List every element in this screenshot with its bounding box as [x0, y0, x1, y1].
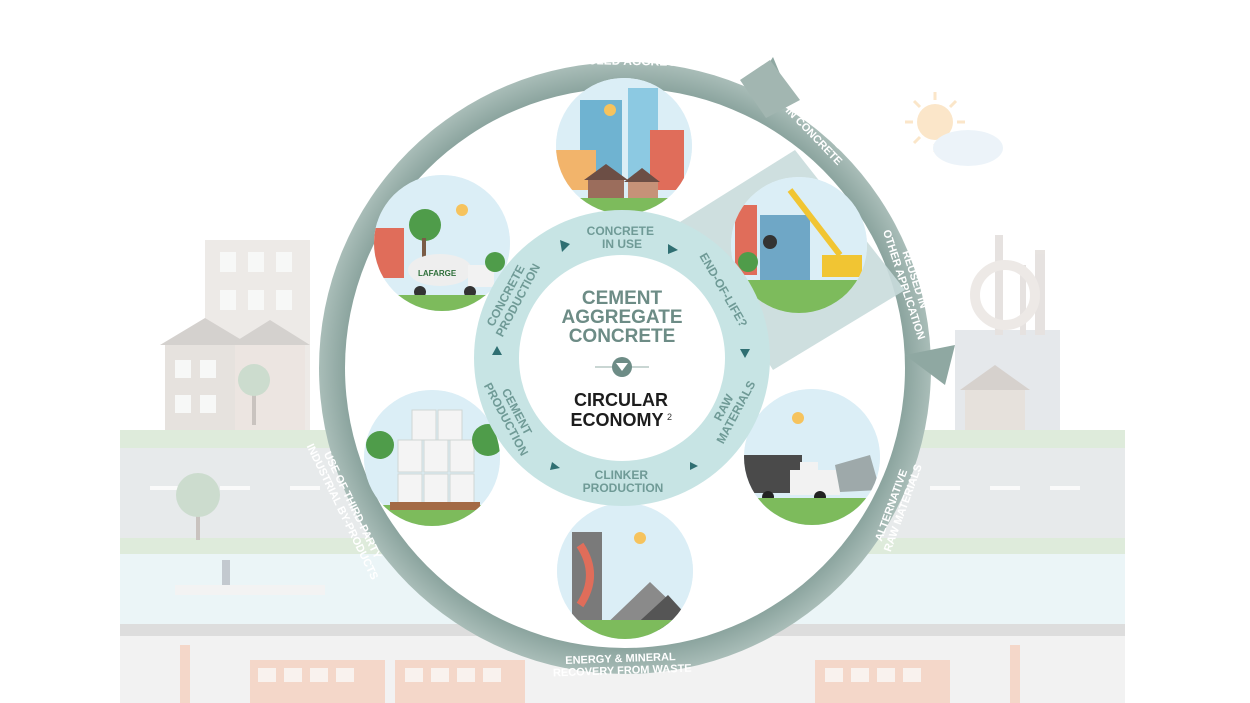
center-circle: CEMENT AGGREGATE CONCRETE CIRCULAR ECONO…	[561, 288, 682, 430]
arrowhead-reused-in-other-application	[905, 345, 955, 385]
illustration-concrete-in-use	[556, 78, 692, 214]
center-cement: CEMENT	[582, 288, 663, 309]
svg-text:ENERGY & MINERAL RECOVER: ENERGY & MINERAL RECOVERY FROM WASTE	[552, 651, 692, 680]
illustration-raw-materials	[744, 389, 880, 525]
center-economy: ECONOMY	[570, 410, 663, 430]
inner-arrow-6	[492, 346, 502, 355]
illustration-cement-production	[364, 390, 500, 526]
illustration-clinker-production	[557, 503, 693, 639]
label-clinker-production: CLINKER PRODUCTION	[583, 468, 664, 495]
inner-arrow-5	[550, 462, 560, 470]
center-superscript: 2	[667, 412, 672, 422]
lafarge-logo: LAFARGE	[418, 269, 457, 278]
label-concrete-in-use: CONCRETE IN USE	[587, 224, 658, 251]
inner-arrow-2	[668, 244, 678, 254]
center-circular: CIRCULAR	[574, 390, 668, 410]
label-energy-mineral-recovery: ENERGY & MINERAL RECOVERY FROM WASTE	[552, 651, 692, 680]
center-aggregate: AGGREGATE	[561, 307, 682, 328]
center-concrete: CONCRETE	[569, 326, 676, 347]
inner-arrow-4	[690, 462, 698, 470]
inner-arrow-3	[740, 349, 750, 358]
inner-arrow-1	[560, 240, 570, 252]
illustration-concrete-production: LAFARGE	[374, 175, 510, 311]
label-recycled-aggregates: RECYCLED AGGREGATES	[554, 53, 708, 70]
